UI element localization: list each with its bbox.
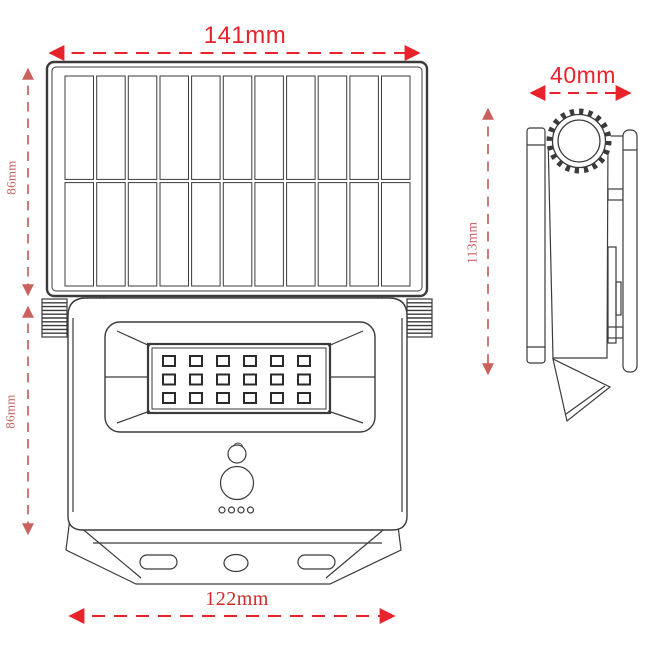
side-mounting-bracket [552, 357, 612, 423]
light-sensor [227, 444, 247, 464]
side-solar-panel-edge [526, 127, 546, 364]
sensor-area [218, 442, 255, 514]
dim-label-panel-height: 86mm [3, 160, 19, 195]
pir-motion-sensor [219, 465, 255, 501]
solar-panel [45, 60, 429, 298]
dim-label-base-width: 122mm [205, 588, 269, 610]
dimension-lines [22, 45, 632, 624]
solar-cells [64, 75, 411, 287]
mounting-slot-center [223, 553, 249, 573]
front-view [41, 60, 433, 585]
gear-teeth [546, 108, 612, 174]
mounting-slot-left [139, 554, 178, 570]
dim-label-body-height: 86mm [2, 394, 18, 429]
mounting-bracket [65, 517, 402, 585]
hinge-knob-left [41, 298, 68, 338]
led-window [104, 321, 376, 433]
dim-label-side-height: 113mm [464, 221, 480, 264]
dim-label-panel-width: 141mm [203, 22, 287, 49]
hinge-knob-right [406, 298, 433, 338]
adjustment-gear-knob [546, 108, 612, 174]
side-view [526, 108, 638, 423]
indicator-leds [218, 506, 255, 514]
dim-label-side-depth: 40mm [550, 62, 616, 88]
mounting-slot-right [297, 554, 336, 570]
side-front-face-bar [622, 129, 638, 373]
led-array [162, 355, 311, 404]
